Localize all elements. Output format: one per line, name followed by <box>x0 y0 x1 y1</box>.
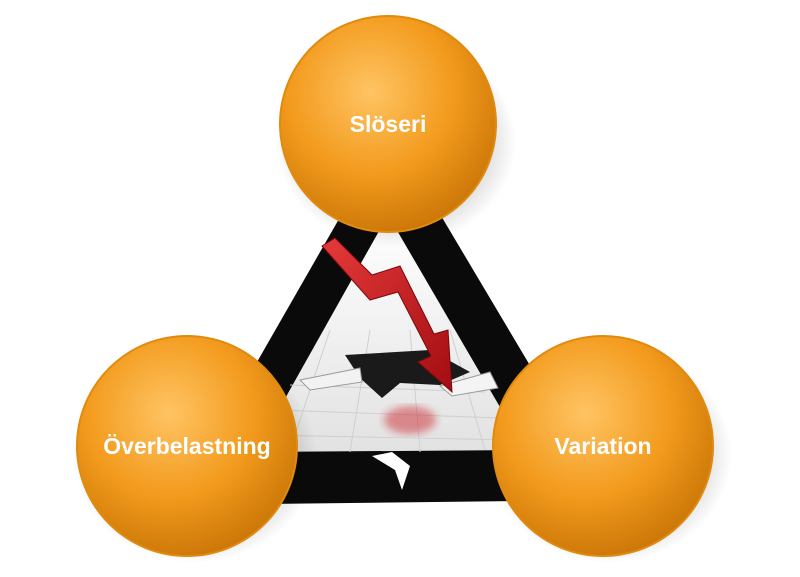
grid-line <box>349 329 371 453</box>
node-variation-circle <box>492 335 714 557</box>
crack-right-upper <box>488 262 540 292</box>
crack-bottom <box>372 452 410 490</box>
node-sloseri: Slöseri <box>279 15 497 233</box>
falling-red-arrow-icon <box>321 237 453 394</box>
node-sloseri-circle <box>279 15 497 233</box>
node-overbelastning-circle <box>76 335 298 557</box>
node-variation-label: Variation <box>554 433 651 459</box>
floor-shard <box>298 367 363 391</box>
arrow-body <box>321 237 453 394</box>
node-variation: Variation <box>492 335 714 557</box>
node-sloseri-label: Slöseri <box>350 111 427 137</box>
node-overbelastning-label: Överbelastning <box>103 433 270 459</box>
crack-left-upper <box>238 252 300 286</box>
floor-shard <box>438 371 499 397</box>
arrow-reflection <box>384 406 436 434</box>
crack-marks <box>238 252 540 490</box>
node-overbelastning: Överbelastning <box>76 335 298 557</box>
